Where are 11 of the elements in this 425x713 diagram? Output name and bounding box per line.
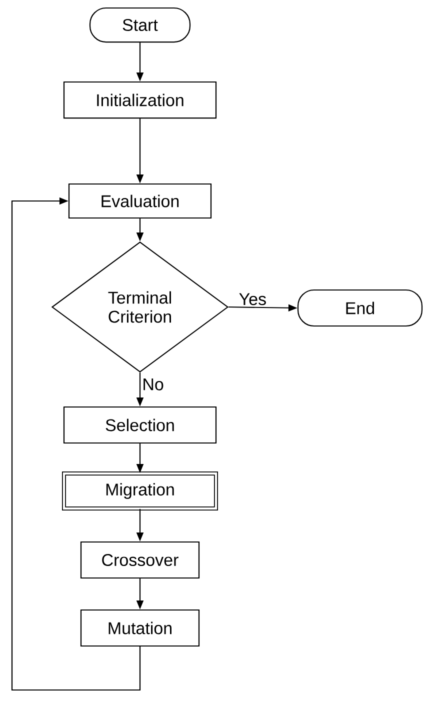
process-box: Mutation <box>80 609 200 647</box>
process-box: Evaluation <box>68 183 212 219</box>
arrow <box>11 197 141 691</box>
process-box: Initialization <box>63 81 217 119</box>
process-box: Selection <box>63 406 217 444</box>
process-box: Crossover <box>80 541 200 579</box>
terminal-box: End <box>297 289 423 327</box>
predefined-process-box: Migration <box>62 472 218 510</box>
terminal-box: Start <box>89 7 191 43</box>
edge-label: No <box>141 378 165 392</box>
edge-label: Yes <box>238 292 268 306</box>
